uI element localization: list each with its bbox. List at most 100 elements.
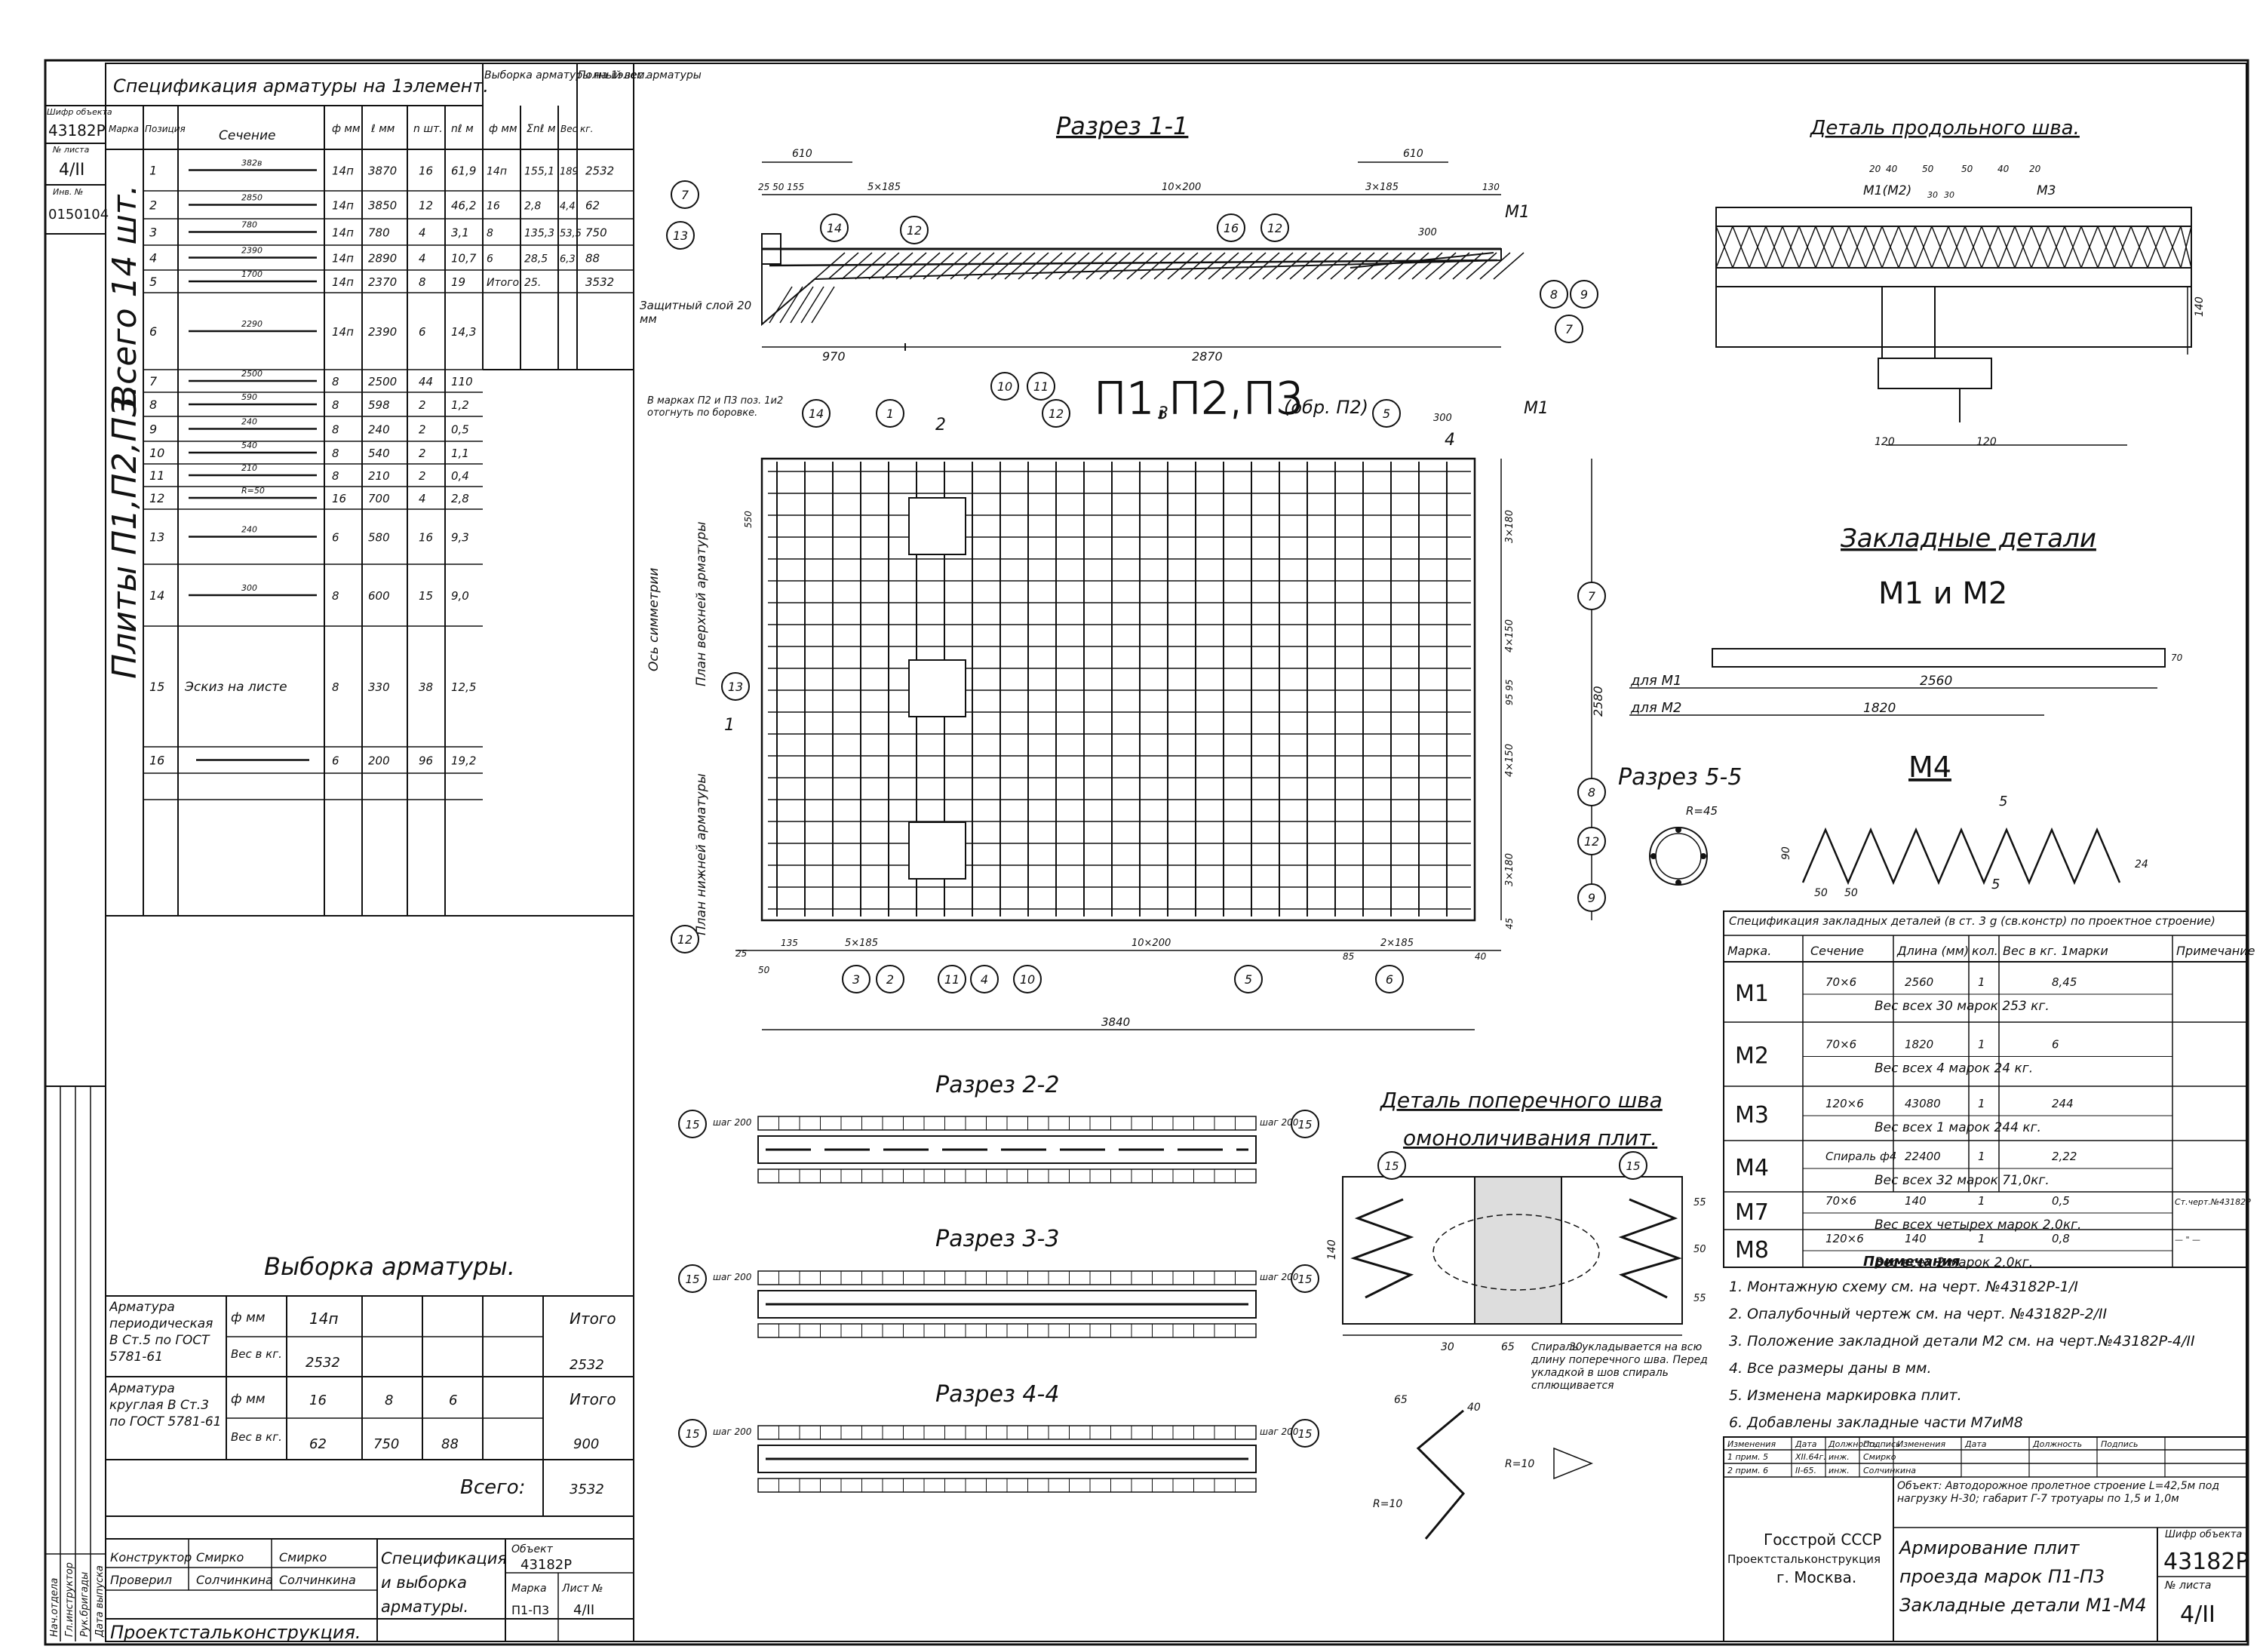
- cseam-dim-4: 50: [1693, 1244, 1706, 1255]
- strip-step: шаг 200: [713, 1117, 752, 1128]
- change-cell: инж.: [1829, 1452, 1850, 1462]
- spec-tw: 62: [585, 199, 600, 213]
- strip-callout-label: 15: [1297, 1427, 1312, 1441]
- plan-callout-circle: [802, 399, 831, 428]
- stamp-code: 43182Р: [48, 121, 106, 140]
- sel-total-label-1: Итого: [570, 1310, 616, 1328]
- plan-title: П1,П2,П3: [1094, 373, 1303, 424]
- es-header: Сечение: [1810, 944, 1864, 958]
- side-role-0: Нач.отдела: [49, 1578, 60, 1637]
- es-w: 2,22: [2052, 1150, 2077, 1163]
- spec-l: 330: [368, 680, 390, 694]
- spec-d: 6: [332, 531, 339, 545]
- spec-l: 240: [368, 423, 390, 437]
- spec-tw: 750: [585, 226, 607, 240]
- xhatch: [2180, 226, 2192, 269]
- hatch-line: [1194, 252, 1226, 280]
- hdr-w: Вес кг.: [560, 124, 593, 134]
- spec-row-lines: [143, 190, 634, 800]
- hatch-line: [1452, 252, 1484, 280]
- stamp-sheet: 4/II: [59, 161, 84, 180]
- es-qty: 1: [1978, 975, 1985, 989]
- es-sec: 70×6: [1825, 1194, 1856, 1208]
- spec-d: 8: [332, 469, 339, 483]
- spec-sketch-dim: 2850: [241, 193, 263, 203]
- spec-w: 53,5: [560, 229, 582, 240]
- spec-w: 6,3: [560, 254, 576, 266]
- plan-callout-label: 1: [886, 407, 894, 421]
- sel-row2-d0: 16: [309, 1393, 327, 1408]
- xhatch: [2047, 226, 2065, 269]
- spec-nl: 19: [451, 275, 465, 289]
- callout-label: 16: [1224, 221, 1239, 235]
- emb-for-m1: для М1: [1630, 673, 1681, 689]
- hatch-line: [1262, 252, 1294, 280]
- strip-callout-circle: [1291, 1264, 1319, 1293]
- es-note: — " —: [2175, 1235, 2200, 1245]
- es-title: Спецификация закладных деталей (в ст. 3 …: [1729, 914, 2215, 928]
- plan-rdim-2: 95 95: [1504, 680, 1515, 705]
- es-header: Длина (мм): [1896, 944, 1969, 958]
- lseam-dim: 50: [1961, 164, 1973, 174]
- es-note: Ст.черт.№43182Р: [2175, 1197, 2251, 1207]
- spec-n: 2: [419, 469, 426, 483]
- spec-selection-header: Выборка арматуры на 1элем.: [484, 69, 648, 81]
- change-header: Дата: [1795, 1439, 1817, 1449]
- note-item: 6. Добавлены закладные части М7иМ8: [1729, 1414, 2023, 1431]
- lseam-label-0: М1(М2): [1863, 183, 1911, 198]
- hatch-line: [811, 286, 835, 324]
- hdr-l: ℓ мм: [370, 123, 395, 135]
- es-len: 1820: [1905, 1038, 1933, 1052]
- hatch-line: [769, 286, 793, 324]
- plan-axis-label: Ось симметрии: [646, 568, 662, 671]
- strip-callout-label: 15: [1297, 1118, 1312, 1132]
- spec-nl: 3,1: [451, 226, 469, 240]
- strip-callout-label: 15: [685, 1118, 699, 1132]
- spec-d: 8: [332, 447, 339, 460]
- hatch-line: [1330, 252, 1362, 280]
- spec-n: 4: [419, 226, 426, 240]
- spec-n: 8: [419, 275, 426, 289]
- hatch-line: [800, 286, 824, 324]
- es-total: Вес всех 1 марок 244 кг.: [1875, 1120, 2041, 1135]
- sel-row1-label: Арматура периодическая В Ст.5 по ГОСТ 57…: [109, 1300, 213, 1365]
- spec-n: 12: [419, 199, 433, 213]
- hatch-line: [1303, 252, 1334, 280]
- es-sec: 70×6: [1825, 1038, 1856, 1052]
- spec-d: 8: [332, 398, 339, 412]
- xhatch: [2064, 226, 2082, 269]
- tbr-code-label: Шифр объекта: [2165, 1529, 2242, 1540]
- embedded-spec-table: Спецификация закладных деталей (в ст. 3 …: [1723, 910, 2255, 1270]
- hdr-pos: Позиция: [145, 124, 186, 134]
- change-header: Изменения: [1897, 1439, 1945, 1449]
- s11-note: Защитный слой 20 мм: [640, 299, 752, 326]
- callout-circle: [900, 216, 929, 244]
- es-w: 0,5: [2052, 1194, 2070, 1208]
- tb-role-0: Конструктор: [110, 1550, 192, 1564]
- hatch-line: [1289, 252, 1321, 280]
- selection-table: Выборка арматуры. Арматура периодическая…: [106, 1252, 634, 1517]
- hatch-line: [923, 252, 954, 280]
- hatch-line: [1398, 252, 1429, 280]
- es-mark: М1: [1735, 981, 1769, 1007]
- plan-bdim-5: 85: [1343, 951, 1354, 962]
- spec-pos: 6: [149, 324, 157, 339]
- plan-note: В марках П2 и П3 поз. 1и2 отогнуть по бо…: [647, 395, 784, 419]
- spec-pos: 15: [149, 680, 164, 694]
- tbr-title3: Закладные детали М1-М4: [1899, 1595, 2147, 1616]
- spec-tw: 3532: [585, 275, 614, 289]
- callout-circle: [1555, 315, 1583, 343]
- sel-grand-total: 3532: [570, 1482, 604, 1497]
- m4-spiral: М4 50 50 90 24 5 5: [1780, 751, 2148, 899]
